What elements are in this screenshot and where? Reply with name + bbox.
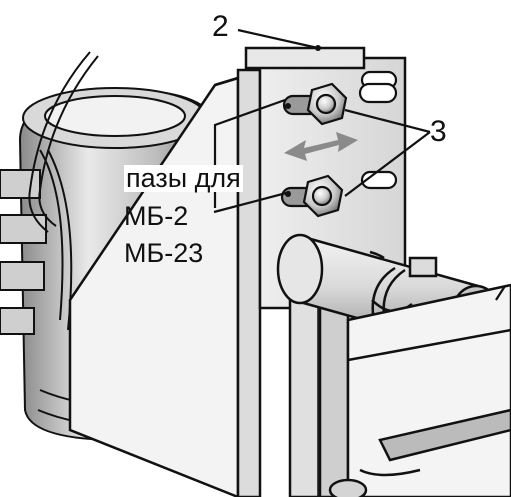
cable [28, 51, 99, 233]
adjustment-arrow [284, 132, 358, 161]
callout-label-2: 2 [212, 10, 229, 43]
base-rail [328, 283, 511, 497]
leader-dot-slot-bottom [285, 191, 291, 197]
slots-label-line2: МБ-2 [124, 201, 189, 231]
callout-label-3: 3 [430, 115, 447, 148]
fastening-nuts [302, 82, 348, 218]
leader-dot-slot-top [285, 103, 291, 109]
leader-dot-2 [315, 45, 321, 51]
slots-label-line3: МБ-23 [124, 238, 204, 268]
slots-label-line1: пазы для [124, 163, 243, 193]
